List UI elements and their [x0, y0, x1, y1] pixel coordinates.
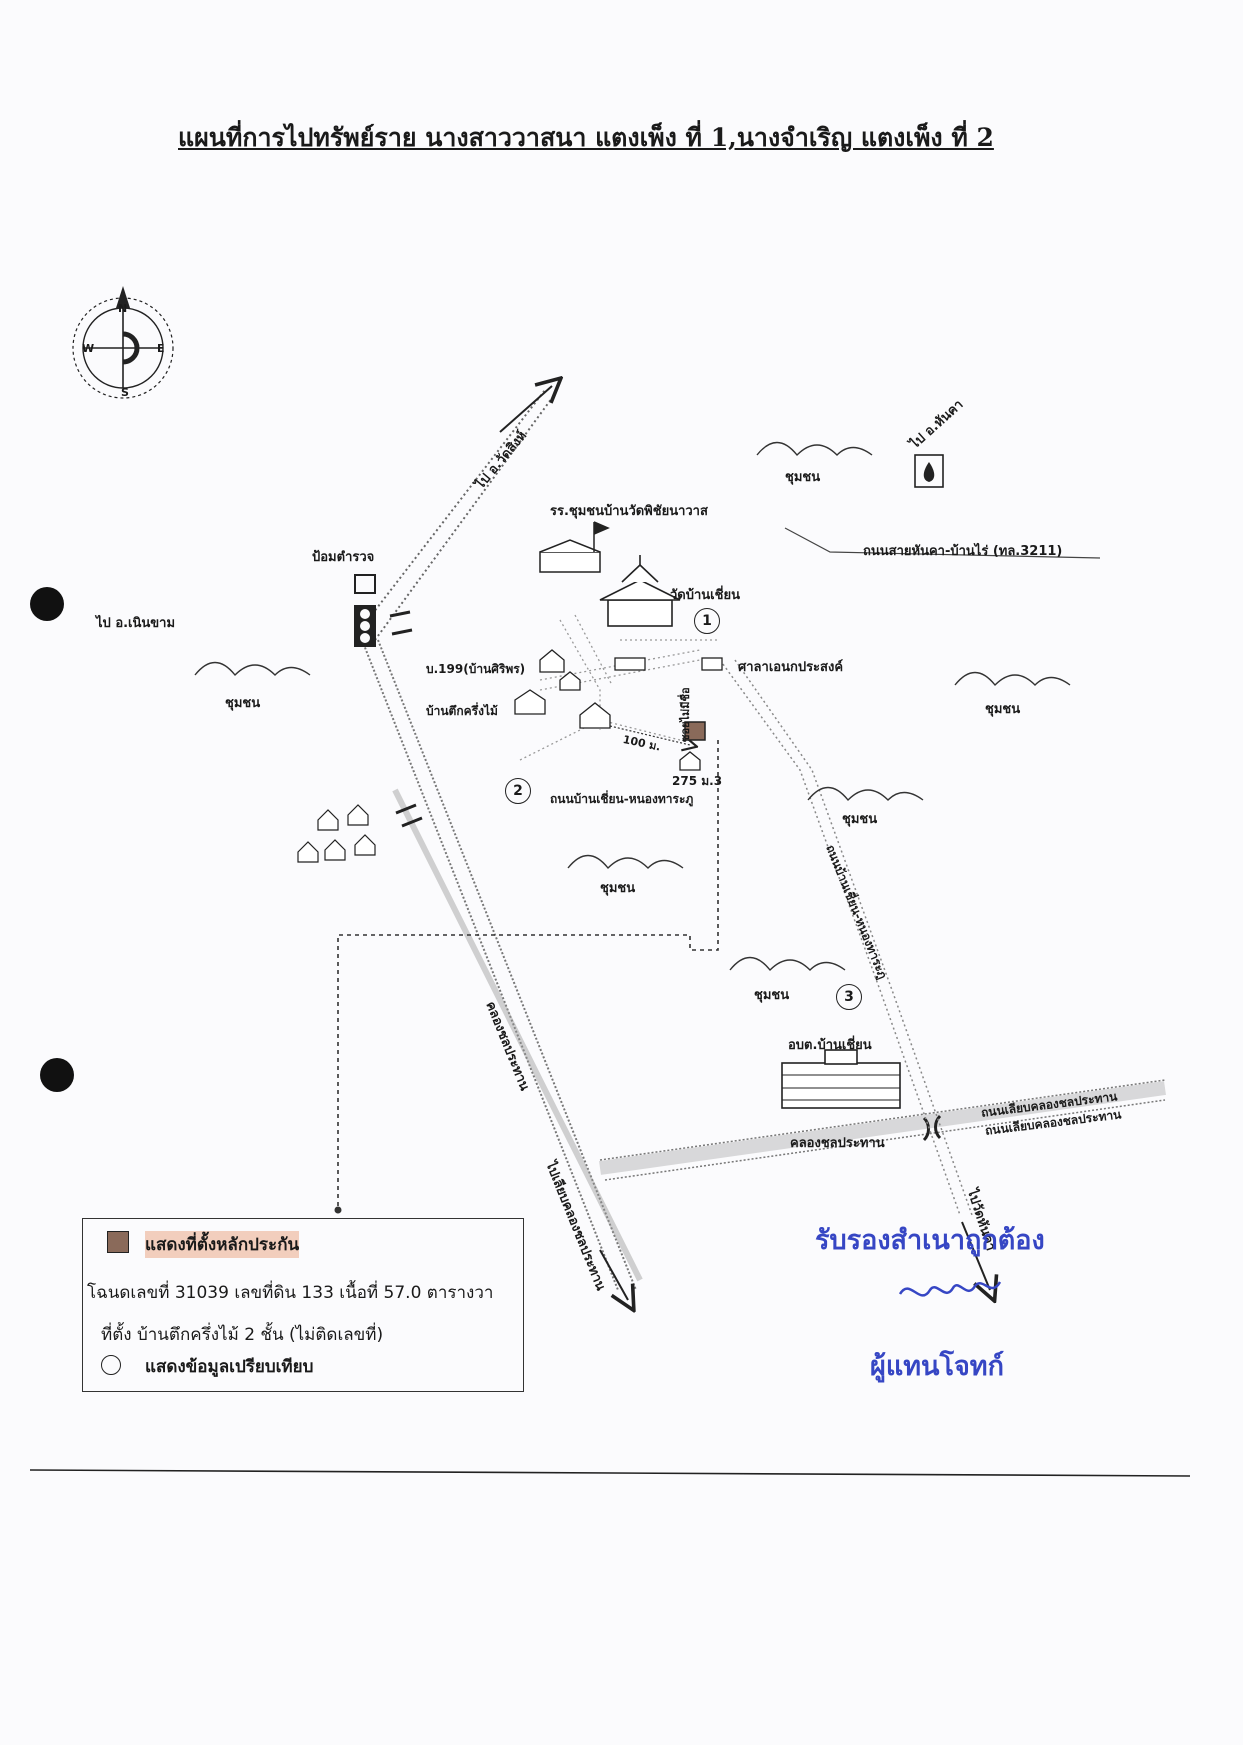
lower-canal-road: [599, 1079, 1166, 1181]
legend-compare: แสดงข้อมูลเปรียบเทียบ: [145, 1357, 314, 1377]
compass-n: N: [118, 302, 128, 315]
label-police: ป้อมตำรวจ: [312, 550, 375, 565]
abt-building-icon: [781, 1049, 901, 1109]
fuel-station-icon: [914, 454, 944, 488]
map-title: แผนที่การไปทรัพย์ราย นางสาววาสนา แตงเพ็ง…: [178, 123, 994, 152]
label-house-275: 275 ม.3: [672, 774, 723, 788]
compass-w: W: [82, 342, 95, 355]
legend-location: ที่ตั้ง บ้านตึกครึ่งไม้ 2 ชั้น (ไม่ติดเล…: [101, 1325, 384, 1345]
label-to-noenkham: ไป อ.เนินขาม: [96, 616, 176, 631]
signature-icon: [898, 1281, 1002, 1297]
label-community: ชุมชน: [985, 702, 1021, 717]
traffic-light-icon: [354, 574, 376, 647]
compass-s: S: [121, 386, 129, 399]
legend-collateral: แสดงที่ตั้งหลักประกัน: [145, 1231, 300, 1258]
collateral-marker: [684, 721, 706, 741]
label-community: ชุมชน: [842, 812, 878, 827]
legend-deed: โฉนดเลขที่ 31039 เลขที่ดิน 133 เนื้อที่ …: [87, 1283, 494, 1303]
marker-1: 1: [694, 608, 720, 634]
canal-road: [361, 639, 643, 1300]
label-abt: อบต.บ้านเชี่ยน: [788, 1038, 872, 1053]
label-community: ชุมชน: [600, 881, 636, 896]
punch-hole-top: [30, 587, 64, 621]
sala-icon: [614, 657, 646, 671]
marker-3: 3: [836, 984, 862, 1010]
legend-box: แสดงที่ตั้งหลักประกัน โฉนดเลขที่ 31039 เ…: [82, 1218, 524, 1392]
stamp-certified: รับรองสำเนาถูกต้อง: [815, 1225, 1045, 1256]
label-canal-2: คลองชลประทาน: [790, 1136, 885, 1151]
road-nongkrapu: [719, 659, 973, 1216]
label-community: ชุมชน: [785, 470, 821, 485]
compass-icon: [72, 286, 174, 399]
label-community: ชุมชน: [754, 988, 790, 1003]
bottom-rule: [29, 1469, 1191, 1477]
marker-2: 2: [505, 778, 531, 804]
collateral-legend-icon: [107, 1231, 129, 1253]
label-community: ชุมชน: [225, 696, 261, 711]
label-road-3211: ถนนสายหันคา-บ้านไร่ (ทล.3211): [863, 544, 1063, 559]
community-icon: [194, 441, 1071, 972]
label-sala: ศาลาเอนกประสงค์: [738, 660, 844, 675]
temple-icon: [599, 555, 681, 627]
compass-e: E: [157, 342, 165, 355]
label-house-199: บ.199(บ้านศิริพร): [426, 662, 526, 676]
bridge-icon: [389, 610, 423, 828]
school-icon: [539, 521, 610, 573]
stamp-plaintiff: ผู้แทนโจทก์: [870, 1351, 1004, 1382]
punch-hole-bottom: [40, 1058, 74, 1092]
label-school: รร.ชุมชนบ้านวัดพิชัยนาวาส: [550, 504, 708, 519]
label-house-wood: บ้านตึกครึ่งไม้: [426, 704, 498, 718]
label-soi: ซอยไม่มีชื่อ: [679, 687, 692, 742]
main-road-north: [359, 386, 552, 641]
house-icon: [539, 649, 565, 673]
label-road-nongkrapu: ถนนบ้านเชี่ยน-หนองทาระภู: [550, 792, 694, 806]
label-temple: วัดบ้านเชี่ยน: [670, 588, 740, 603]
compare-legend-icon: [101, 1355, 121, 1375]
